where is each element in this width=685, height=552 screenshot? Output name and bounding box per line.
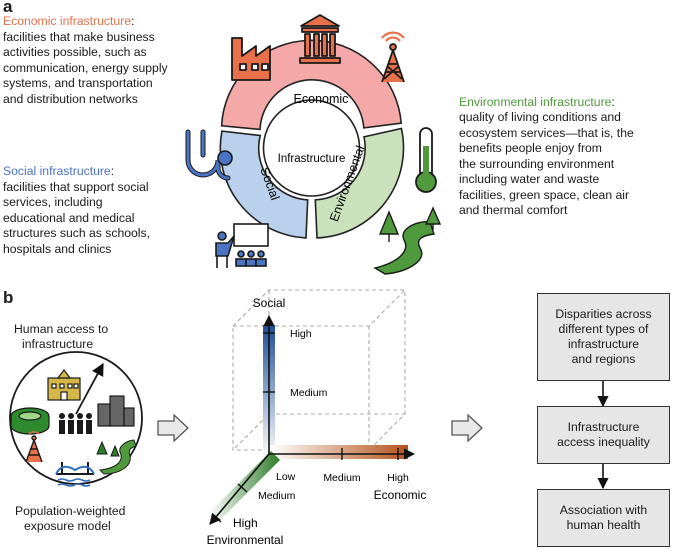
social-line-2: services, including bbox=[3, 195, 103, 209]
social-heading-colon: : bbox=[110, 164, 115, 178]
flow-box-2-line-1: Infrastructure bbox=[567, 419, 640, 434]
stethoscope-icon bbox=[185, 129, 233, 181]
access-arrow bbox=[75, 362, 104, 415]
flow-box-1-line-1: Disparities across bbox=[555, 306, 652, 321]
bridge-icon bbox=[55, 462, 95, 487]
economic-line-3: communication, energy supply bbox=[3, 61, 168, 75]
economic-line-4: systems, and transportation bbox=[3, 76, 153, 90]
environmental-line-7: and thermal comfort bbox=[459, 203, 568, 217]
thermometer-icon bbox=[415, 127, 437, 193]
access-title-line-1: Human access to bbox=[14, 322, 109, 336]
flow-box-1-line-4: and regions bbox=[571, 352, 636, 367]
environmental-axis bbox=[209, 453, 270, 525]
economic-line-1: facilities that make business bbox=[3, 30, 155, 44]
environmental-heading: Environmental infrastructure: bbox=[459, 95, 615, 111]
ring-economic-label: Economic bbox=[294, 92, 349, 106]
ring-center-label: Infrastructure bbox=[278, 153, 346, 165]
env-low-label: Low bbox=[276, 471, 296, 483]
flow-arrow-1 bbox=[157, 413, 189, 443]
econ-high-label: High bbox=[387, 472, 409, 484]
economic-axis-bar bbox=[270, 445, 408, 459]
ring-environmental-segment bbox=[314, 127, 405, 239]
env-tick-medium bbox=[237, 483, 248, 493]
social-high-label: High bbox=[290, 328, 312, 340]
environmental-heading-text: Environmental infrastructure bbox=[459, 95, 612, 109]
social-heading-text: Social infrastructure bbox=[3, 164, 111, 178]
env-tick-high bbox=[211, 513, 222, 523]
model-title-line-2: exposure model bbox=[24, 519, 111, 533]
environmental-axis-label: Environmental bbox=[207, 533, 284, 547]
economic-heading-colon: : bbox=[131, 14, 135, 28]
environmental-line-2: ecosystem services—that is, the bbox=[459, 126, 634, 140]
river-trees-icon bbox=[373, 206, 442, 275]
flow-box-health: Association with human health bbox=[537, 489, 670, 547]
small-tower-icon bbox=[25, 431, 43, 463]
flow-box-3-line-2: human health bbox=[566, 518, 641, 532]
environmental-line-5: including water and waste bbox=[459, 172, 600, 186]
ring-center bbox=[262, 99, 361, 197]
social-line-4: structures such as schools, bbox=[3, 226, 150, 240]
teacher-icon bbox=[215, 223, 269, 268]
flow-box-3-line-1: Association with bbox=[559, 502, 648, 517]
env-high-label: High bbox=[233, 516, 258, 530]
economic-axis-label: Economic bbox=[374, 488, 427, 502]
flow-box-2-line-2: access inequality bbox=[557, 435, 650, 449]
factory-icon bbox=[231, 37, 271, 81]
economic-heading: Economic infrastructure: bbox=[3, 14, 134, 30]
social-heading: Social infrastructure: bbox=[3, 164, 114, 180]
economic-line-5: and distribution networks bbox=[3, 92, 138, 106]
small-river-trees-icon bbox=[96, 439, 137, 475]
school-icon bbox=[47, 369, 81, 401]
flow-arrow-2 bbox=[451, 413, 483, 443]
flow-box-1-line-3: infrastructure bbox=[567, 337, 640, 351]
social-line-5: hospitals and clinics bbox=[3, 242, 112, 256]
flow-box-1-line-2: different types of bbox=[558, 321, 649, 336]
cube-outline bbox=[232, 289, 406, 451]
economic-line-2: activities possible, such as bbox=[3, 45, 147, 59]
social-line-1: facilities that support social bbox=[3, 180, 149, 194]
econ-medium-label: Medium bbox=[323, 472, 361, 484]
economic-heading-text: Economic infrastructure bbox=[3, 14, 132, 28]
tower-icon bbox=[381, 31, 405, 83]
model-title-line-1: Population-weighted bbox=[15, 504, 126, 518]
environmental-line-3: benefits people enjoy from bbox=[459, 141, 602, 155]
flow-box-disparities-text: Disparities across different types of in… bbox=[555, 307, 651, 368]
environmental-line-1: quality of living conditions and bbox=[459, 110, 621, 124]
panel-b-letter: b bbox=[3, 288, 14, 307]
environmental-line-4: the surrounding environment bbox=[459, 157, 615, 171]
panel-a-letter: a bbox=[3, 0, 13, 16]
access-title-line-2: infrastructure bbox=[22, 337, 94, 351]
buildings-icon bbox=[97, 395, 135, 427]
flow-box-inequality-text: Infrastructure access inequality bbox=[557, 420, 650, 450]
stadium-icon bbox=[10, 407, 50, 435]
flow-box-health-text: Association with human health bbox=[560, 503, 647, 533]
flow-box-disparities: Disparities across different types of in… bbox=[537, 293, 670, 381]
environmental-line-6: facilities, green space, clean air bbox=[459, 188, 630, 202]
social-line-3: educational and medical bbox=[3, 211, 135, 225]
bank-icon bbox=[299, 14, 341, 64]
people-icon bbox=[59, 413, 92, 434]
flow-box-inequality: Infrastructure access inequality bbox=[537, 406, 670, 464]
environmental-heading-colon: : bbox=[611, 95, 615, 109]
env-medium-label: Medium bbox=[258, 490, 296, 502]
social-medium-label: Medium bbox=[290, 387, 328, 399]
social-axis-label: Social bbox=[253, 296, 286, 310]
